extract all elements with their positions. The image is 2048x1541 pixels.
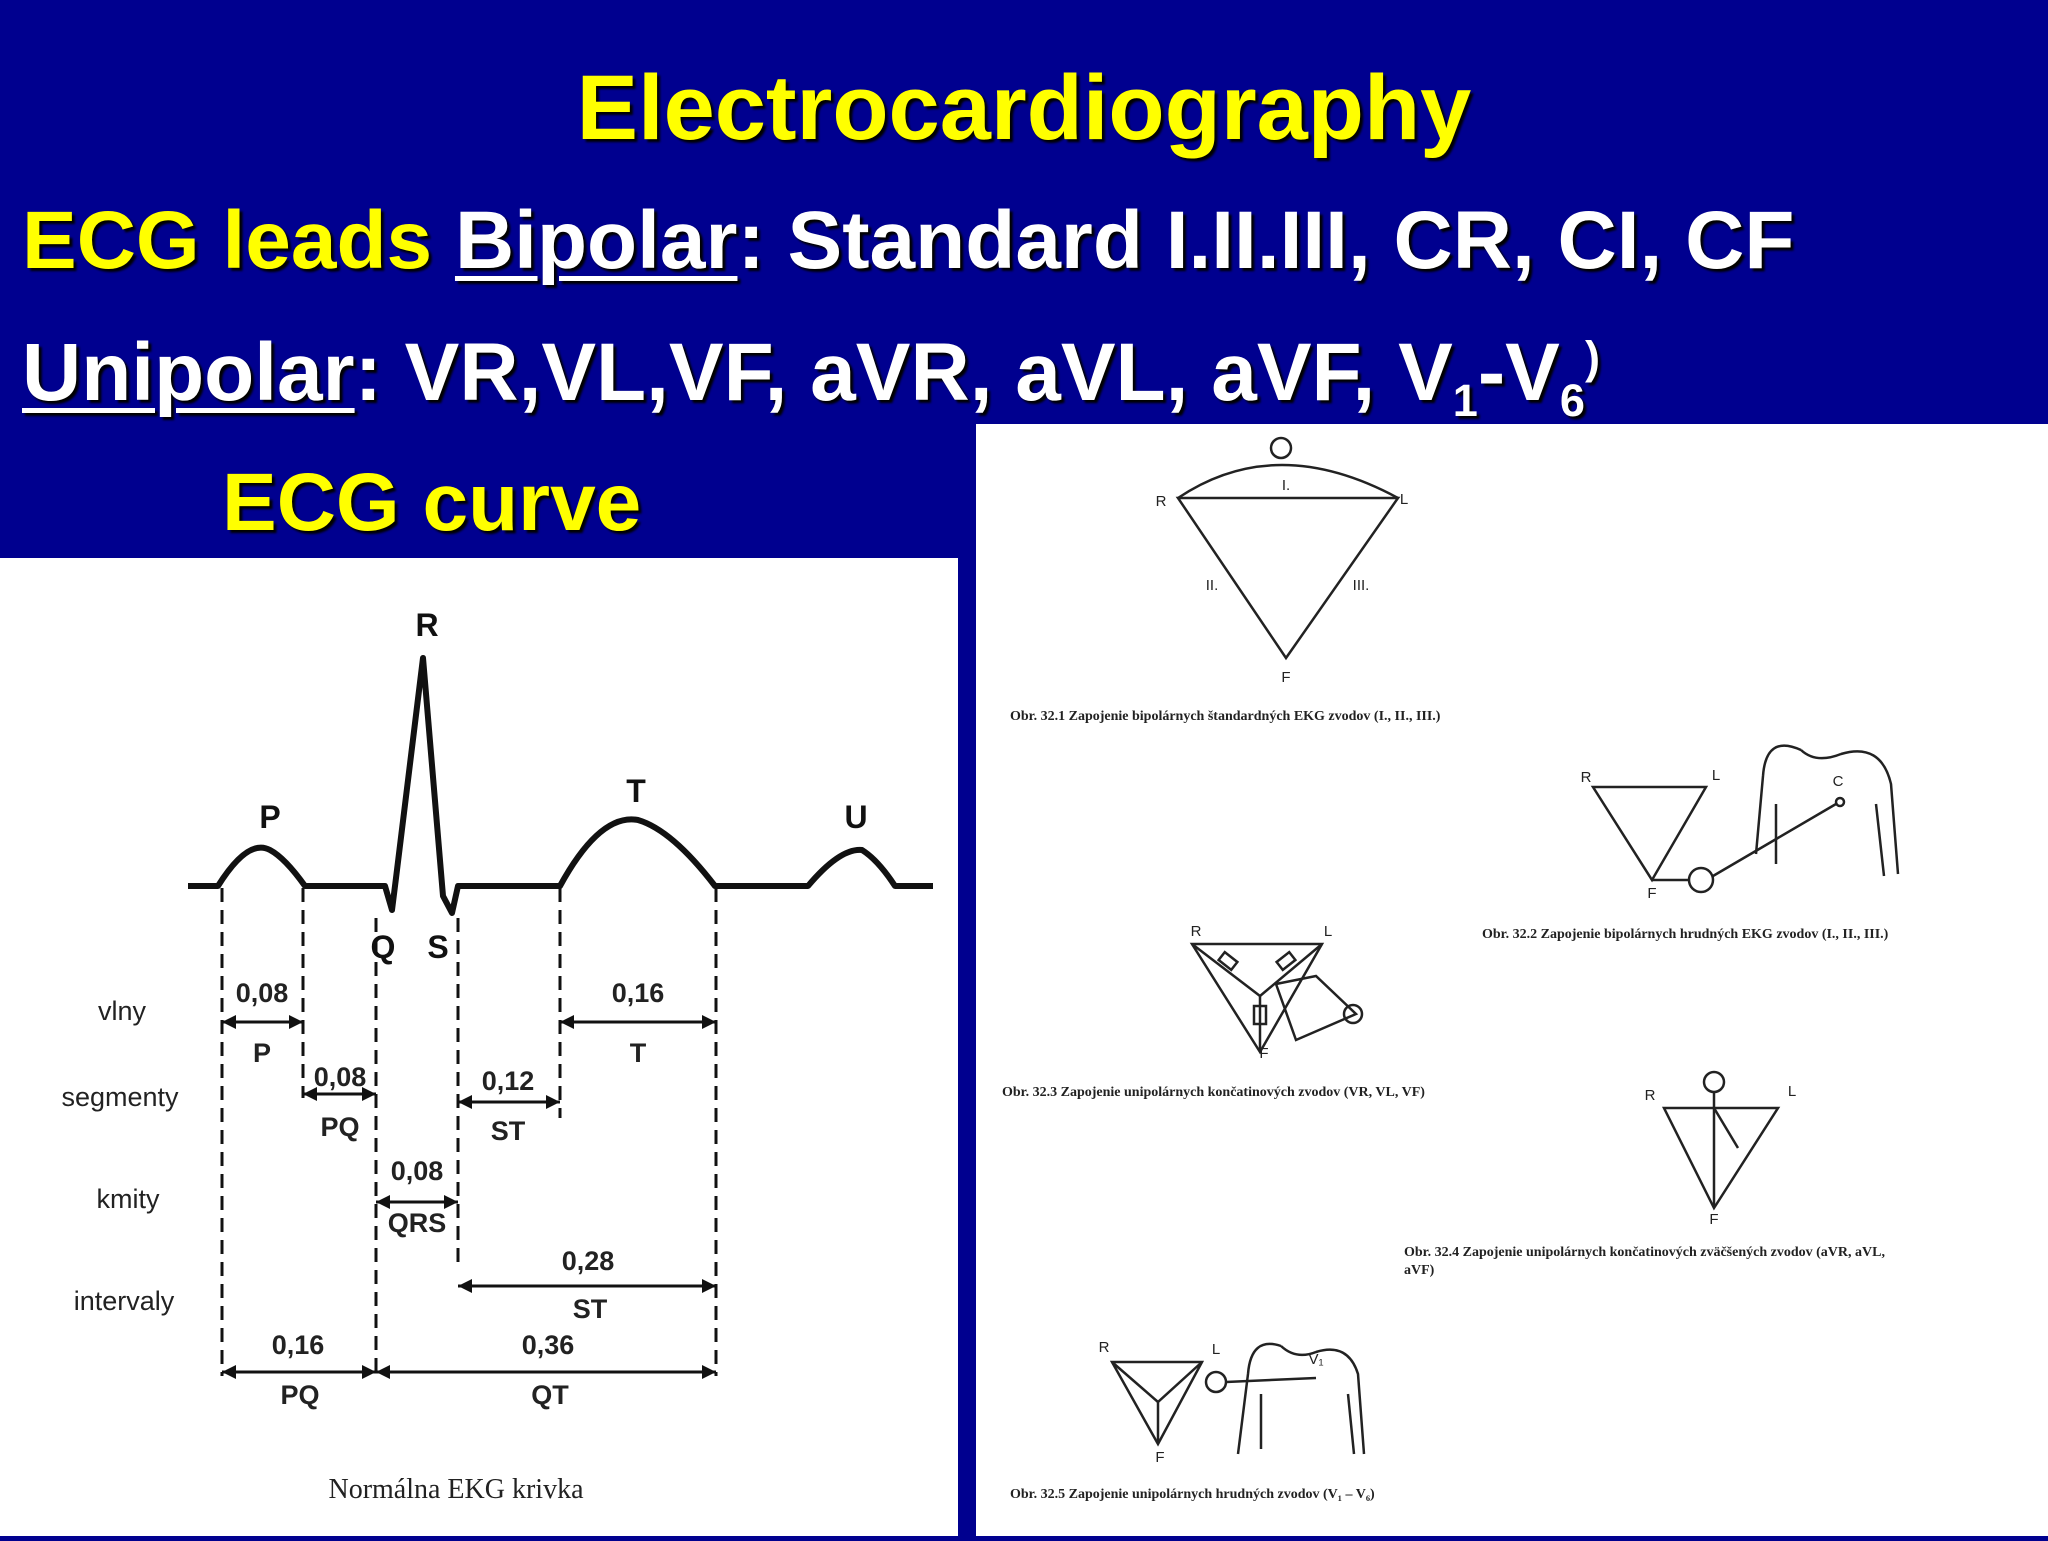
ecg-curve-panel: R P T U Q S vlny segmenty kmity interval… <box>0 558 958 1536</box>
fig5-l: L <box>1212 1341 1220 1358</box>
st-segment-label: ST <box>491 1116 526 1146</box>
fig3-r: R <box>1191 923 1202 940</box>
qrs-value: 0,08 <box>391 1156 444 1186</box>
fig5-caption: Obr. 32.5 Zapojenie unipolárnych hrudnýc… <box>1010 1487 1375 1502</box>
wave-q-label: Q <box>371 929 396 965</box>
unipolar-leads-line: Unipolar: VR,VL,VF, aVR, aVL, aVF, V1-V6… <box>22 331 1600 423</box>
unipolar-sub-6: 6 <box>1559 374 1585 426</box>
ecg-waveform <box>188 655 933 916</box>
bipolar-leads-line: ECG leads Bipolar: Standard I.II.III, CR… <box>22 200 1794 282</box>
fig1-iii: III. <box>1353 577 1370 594</box>
fig4-caption-line1: Obr. 32.4 Zapojenie unipolárnych končati… <box>1404 1245 1885 1260</box>
ecg-leads-label: ECG leads <box>22 195 433 286</box>
unipolar-label: Unipolar <box>22 327 355 418</box>
fig4-f: F <box>1709 1211 1718 1228</box>
fig1-i: I. <box>1282 477 1290 494</box>
fig2-f: F <box>1647 885 1656 902</box>
fig1-f: F <box>1281 669 1290 686</box>
qrs-label: QRS <box>388 1208 447 1238</box>
qt-interval-label: QT <box>531 1380 569 1410</box>
slide-title: Electrocardiography <box>576 57 1472 159</box>
row-label-intervaly: intervaly <box>74 1286 175 1316</box>
ecg-caption: Normálna EKG krivka <box>328 1474 584 1505</box>
fig1-ii: II. <box>1206 577 1219 594</box>
unipolar-sub-1: 1 <box>1452 374 1478 426</box>
st-interval-value: 0,28 <box>562 1246 615 1276</box>
fig5-f: F <box>1155 1449 1164 1466</box>
fig3-caption: Obr. 32.3 Zapojenie unipolárnych končati… <box>1002 1085 1425 1100</box>
fig1-l: L <box>1400 491 1408 508</box>
fig2-c: C <box>1833 773 1844 790</box>
bipolar-list: : Standard I.II.III, CR, CI, CF <box>737 195 1795 286</box>
ecg-leads-panel: R L F I. II. III. R L F C R L F R L F R … <box>976 424 2048 1536</box>
unipolar-dash: -V <box>1477 327 1560 418</box>
row-label-vlny: vlny <box>98 996 147 1026</box>
wave-t-label: T <box>626 773 646 809</box>
fig3-triangle <box>1189 942 1325 1055</box>
fig4-r: R <box>1645 1087 1656 1104</box>
pq-interval-label: PQ <box>280 1380 319 1410</box>
pq-segment-label: PQ <box>320 1112 359 1142</box>
qt-interval-value: 0,36 <box>522 1330 575 1360</box>
fig5-triangle <box>1109 1360 1205 1447</box>
fig2-r: R <box>1581 769 1592 786</box>
fig1-r: R <box>1156 493 1167 510</box>
unipolar-sup: ) <box>1584 331 1600 383</box>
t-wave-label: T <box>630 1038 647 1068</box>
fig4-triangle <box>1661 1106 1781 1211</box>
ecg-curve-diagram: R P T U Q S vlny segmenty kmity interval… <box>61 607 933 1505</box>
wave-r-label: R <box>415 607 438 643</box>
pq-interval-value: 0,16 <box>272 1330 325 1360</box>
fig2-caption: Obr. 32.2 Zapojenie bipolárnych hrudných… <box>1482 927 1889 942</box>
fig4-caption-line2: aVF) <box>1404 1263 1435 1278</box>
pq-segment-value: 0,08 <box>314 1062 367 1092</box>
p-wave-value: 0,08 <box>236 978 289 1008</box>
fig3-l: L <box>1324 923 1332 940</box>
fig5-r: R <box>1099 1339 1110 1356</box>
ecg-curve-heading: ECG curve <box>222 457 642 548</box>
fig4-l: L <box>1788 1083 1796 1100</box>
t-wave-value: 0,16 <box>612 978 665 1008</box>
st-interval-label: ST <box>573 1294 608 1324</box>
fig1-arc <box>1177 463 1399 500</box>
fig1-caption: Obr. 32.1 Zapojenie bipolárnych štandard… <box>1010 709 1441 724</box>
fig5-v1: V₁ <box>1308 1351 1323 1368</box>
fig1-triangle <box>1175 496 1401 661</box>
st-segment-value: 0,12 <box>482 1066 535 1096</box>
wave-u-label: U <box>844 799 867 835</box>
unipolar-list: : VR,VL,VF, aVR, aVL, aVF, V <box>354 327 1453 418</box>
wave-s-label: S <box>427 929 448 965</box>
p-wave-label: P <box>253 1038 271 1068</box>
row-label-segmenty: segmenty <box>61 1082 179 1112</box>
ecg-leads-diagram: R L F I. II. III. R L F C R L F R L F R … <box>1002 436 1900 1502</box>
row-label-kmity: kmity <box>97 1184 160 1214</box>
bipolar-label: Bipolar <box>454 195 738 286</box>
wave-p-label: P <box>259 799 280 835</box>
fig2-triangle <box>1590 785 1709 883</box>
fig3-f: F <box>1259 1045 1268 1062</box>
fig2-l: L <box>1712 767 1720 784</box>
ecg-dashed-guides <box>220 888 718 1376</box>
